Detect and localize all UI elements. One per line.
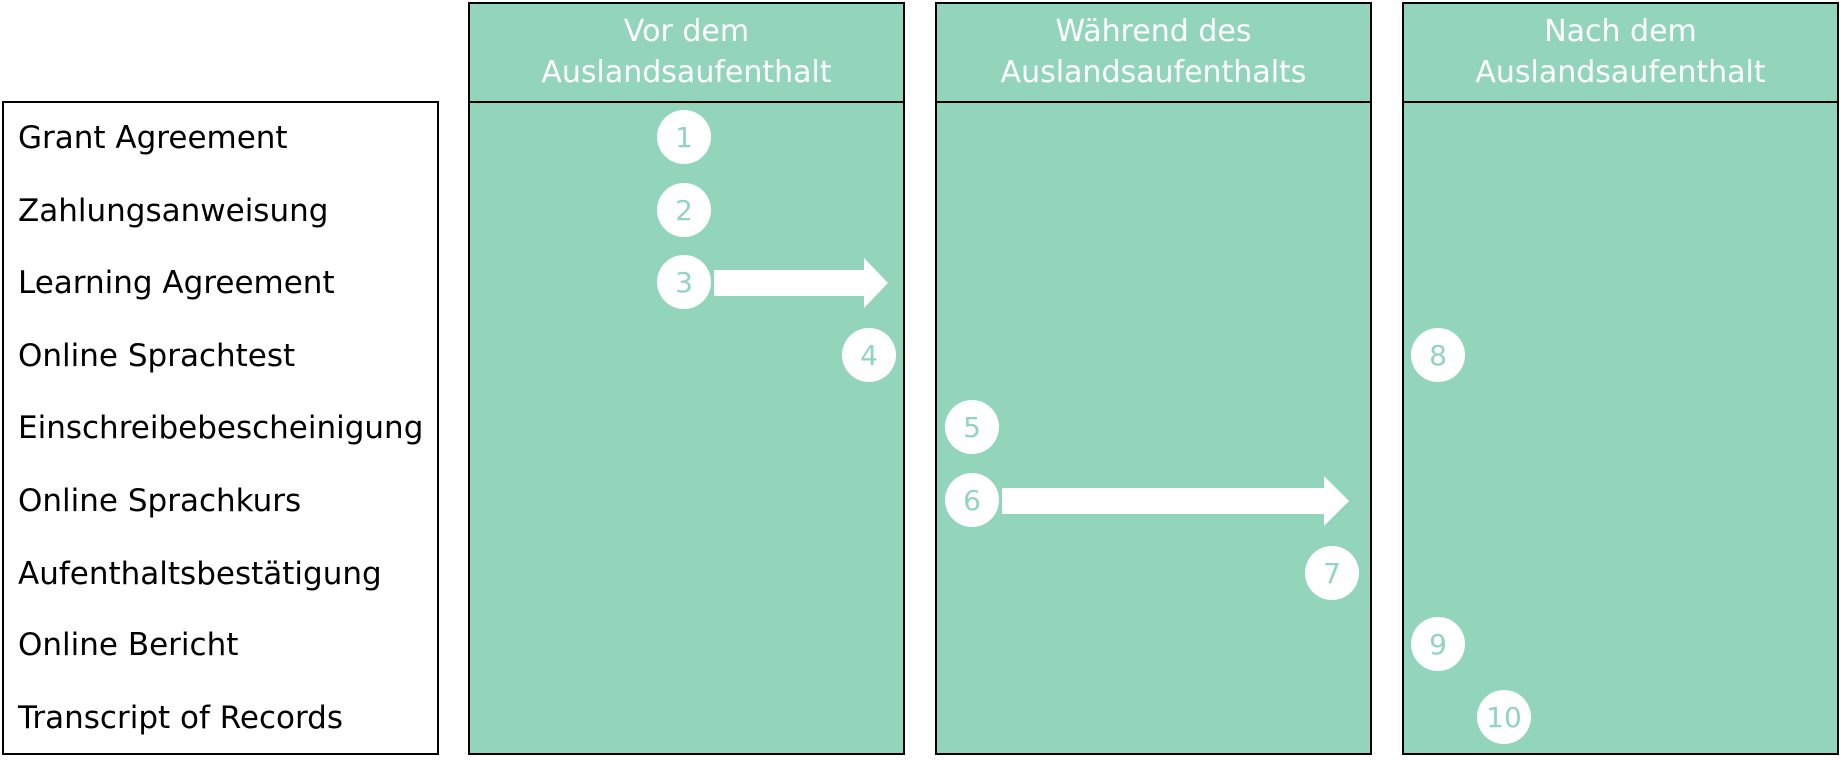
row-label: Zahlungsanweisung [18, 193, 329, 229]
step-marker: 3 [657, 255, 711, 309]
step-marker: 1 [657, 110, 711, 164]
header-line: Auslandsaufenthalt [1475, 54, 1766, 90]
row-label: Grant Agreement [18, 120, 288, 156]
step-marker: 8 [1411, 328, 1465, 382]
row-label: Transcript of Records [18, 700, 344, 736]
row-label: Online Sprachtest [18, 338, 296, 374]
document-list: Grant Agreement Zahlungsanweisung Learni… [2, 101, 439, 755]
arrow-icon [1002, 476, 1349, 526]
step-marker: 7 [1305, 546, 1359, 600]
row-label: Einschreibebescheinigung [18, 410, 424, 446]
header-line: Vor dem [623, 14, 750, 49]
row-label: Online Bericht [18, 627, 239, 663]
step-marker: 2 [657, 183, 711, 237]
header-line: Während des [1055, 14, 1252, 49]
step-marker: 6 [945, 473, 999, 527]
step-marker: 9 [1411, 617, 1465, 671]
step-marker: 4 [842, 328, 896, 382]
header-line: Nach dem [1544, 14, 1697, 49]
header-line: Auslandsaufenthalt [541, 54, 832, 90]
arrow-icon [714, 258, 888, 308]
header-line: Auslandsaufenthalts [1000, 54, 1307, 90]
step-marker: 10 [1477, 690, 1531, 744]
step-marker: 5 [945, 400, 999, 454]
row-label: Aufenthaltsbestätigung [18, 556, 382, 592]
row-label: Online Sprachkurs [18, 483, 302, 519]
row-label: Learning Agreement [18, 265, 335, 301]
